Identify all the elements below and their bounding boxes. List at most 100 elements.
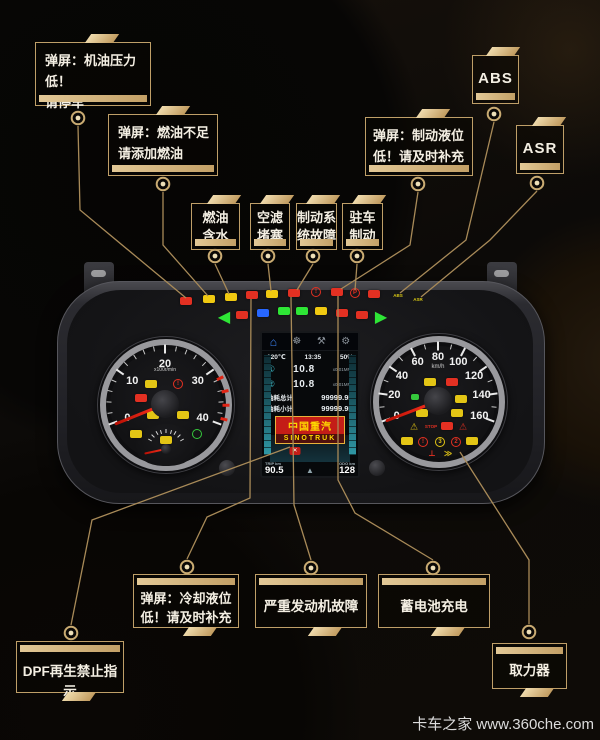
tachometer-minor-tick	[123, 361, 129, 366]
callout-brake-fluid: 弹屏：制动液位 低！请及时补充	[365, 109, 473, 176]
callout-text: ABS	[478, 70, 513, 87]
tachometer-major-tick	[205, 369, 215, 376]
water-in-fuel-icon	[455, 395, 467, 403]
callout-text: 弹屏：制动液位	[373, 128, 465, 143]
engine-fault-icon	[288, 289, 300, 297]
callout-bar	[476, 93, 515, 100]
circuit3-icon: 3	[435, 437, 445, 447]
callout-tab	[485, 47, 521, 56]
speedometer-major-tick	[437, 341, 439, 351]
callout-coolant: 弹屏：冷却液位 低！请及时补充	[133, 574, 239, 636]
tachometer-minor-tick	[184, 349, 188, 355]
callout-bar	[137, 578, 235, 585]
pto-icon: ⊥	[428, 449, 436, 458]
tachometer-minor-tick	[174, 346, 177, 352]
callout-text: 弹屏：燃油不足	[118, 125, 210, 140]
warning-triangle-icon: ⚠	[409, 421, 419, 432]
speedometer-major-tick	[378, 392, 389, 396]
warning-red-icon: ⚠	[458, 421, 468, 432]
callout-tab	[155, 106, 191, 115]
callout-text: 驻车	[349, 210, 376, 225]
tachometer-minor-tick	[132, 354, 137, 360]
callout-dpf: DPF再生禁止指示	[16, 641, 124, 701]
speedometer-minor-tick	[487, 379, 493, 383]
callout-bar	[520, 163, 560, 170]
callout-text: 弹屏：冷却液位	[140, 591, 232, 606]
oil-pressure-icon	[180, 297, 192, 305]
fuel-water-icon	[225, 293, 237, 301]
callout-battery-charge: 蓄电池充电	[378, 574, 490, 636]
callout-bar	[369, 165, 469, 172]
callout-text: 空滤	[256, 210, 283, 225]
tachometer-minor-tick	[111, 379, 117, 383]
speedometer-minor-tick	[423, 344, 426, 350]
tachometer-minor-tick	[106, 401, 112, 403]
dpf-icon	[177, 411, 189, 419]
tachometer-redzone-tick	[220, 416, 228, 421]
callout-text: 燃油	[202, 210, 229, 225]
stop-icon: STOP	[424, 423, 438, 429]
callout-text: 请添加燃油	[118, 146, 184, 161]
callout-asr: ASR	[516, 117, 567, 174]
parking-brake-icon: P	[350, 288, 360, 298]
callout-text: 制动系	[297, 210, 337, 225]
circuit2-icon: 2	[451, 437, 461, 447]
callout-text: 蓄电池充电	[400, 599, 468, 614]
callout-tab	[305, 195, 341, 204]
callout-bar	[259, 578, 363, 585]
asr-icon: ASR	[413, 296, 423, 302]
service-icon	[441, 422, 453, 430]
callout-tab	[259, 195, 295, 204]
speedometer-minor-tick	[450, 344, 453, 350]
axle-icon: ≫	[443, 449, 453, 458]
exhaust-brake-icon	[145, 380, 157, 388]
subdial-tick	[148, 438, 153, 442]
subdial-hub	[161, 444, 171, 454]
callout-engine-fault: 严重发动机故障	[255, 574, 367, 636]
speedometer-label-80: 80	[431, 351, 445, 363]
tachometer-minor-tick	[107, 390, 113, 393]
tachometer-minor-tick	[107, 411, 113, 414]
callout-text: ASR	[522, 140, 558, 157]
speedometer-unit-label: km/h	[431, 364, 445, 370]
speedometer-hub	[424, 387, 452, 415]
idle-icon	[411, 394, 419, 400]
tachometer-minor-tick	[153, 346, 156, 352]
speedometer-label-140: 140	[472, 389, 491, 402]
rear-fog-icon	[296, 307, 308, 315]
callout-bar	[20, 645, 120, 652]
callout-pto: 取力器	[492, 643, 567, 697]
trailer-abs-icon	[135, 394, 147, 402]
right-turn-icon: ▶	[374, 309, 388, 326]
speedometer-minor-tick	[379, 406, 385, 408]
brake-system-icon	[446, 378, 458, 386]
speedometer-minor-tick	[472, 356, 477, 362]
callout-fuel-low: 弹屏：燃油不足 请添加燃油	[108, 106, 218, 176]
tachometer-minor-tick	[201, 361, 206, 366]
circuit1-icon: !	[418, 437, 428, 447]
retarder-icon	[451, 409, 463, 417]
watermark: 卡车之家 www.360che.com	[412, 716, 594, 733]
tachometer-minor-tick	[193, 354, 198, 360]
tachometer-major-tick	[115, 369, 125, 376]
brake-servo-icon	[368, 290, 380, 298]
subdial-tick	[155, 431, 159, 436]
high-beam-icon	[257, 309, 269, 317]
callout-bar	[39, 95, 147, 102]
tachometer-minor-tick	[142, 349, 146, 355]
callout-bar	[195, 239, 236, 246]
brake-warning-icon: !	[311, 287, 321, 297]
engine-oil-icon	[401, 437, 413, 445]
callout-bar	[300, 239, 333, 246]
tachometer-major-tick	[164, 344, 166, 354]
speedometer-minor-tick	[399, 356, 404, 362]
tachometer-redzone-tick	[222, 403, 230, 407]
battery-charge-icon	[331, 288, 343, 296]
speedometer-label-40: 40	[395, 369, 409, 382]
callout-tab	[351, 195, 387, 204]
tachometer-label-10: 10	[126, 375, 139, 388]
cab-tilt-icon	[466, 437, 478, 445]
subdial-tick	[169, 429, 172, 434]
position-lamp-icon	[315, 307, 327, 315]
